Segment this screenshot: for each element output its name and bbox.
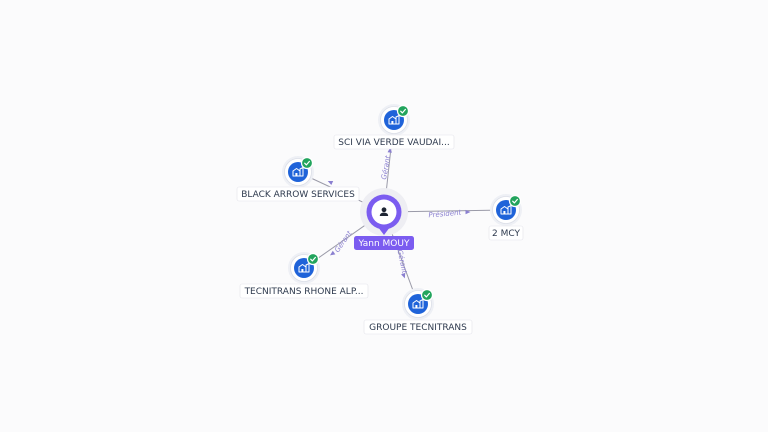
check-icon	[306, 252, 320, 266]
company-label-bg	[363, 319, 473, 335]
company-label-bg	[236, 186, 360, 202]
edge-arrow-0	[387, 147, 392, 153]
check-icon	[396, 104, 410, 118]
company-node[interactable]: GROUPE TECNITRANS	[363, 288, 473, 335]
edge-role-label: Président	[428, 209, 462, 220]
company-node[interactable]: BLACK ARROW SERVICES	[236, 156, 360, 202]
person-label-bg	[354, 236, 414, 250]
person-label: Yann MOUY	[358, 239, 410, 249]
company-label: SCI VIA VERDE VAUDAI...	[338, 138, 449, 148]
company-label-bg	[333, 134, 455, 150]
check-icon	[300, 156, 314, 170]
company-node[interactable]: TECNITRANS RHONE ALP...	[239, 252, 369, 299]
edge-role-label: Gérant	[333, 229, 354, 254]
company-label: 2 MCY	[492, 229, 520, 239]
edge-arrow-2	[465, 209, 471, 215]
edge-role-label: Gérant	[380, 155, 392, 180]
company-label-bg	[239, 283, 369, 299]
company-label-bg	[488, 225, 524, 241]
person-pin-tip	[378, 227, 390, 235]
company-label: BLACK ARROW SERVICES	[241, 190, 355, 200]
edge-arrow-1	[327, 180, 334, 186]
check-icon	[420, 288, 434, 302]
company-node[interactable]: 2 MCY	[488, 194, 524, 241]
person-node[interactable]: Yann MOUY	[354, 188, 414, 250]
check-icon	[508, 194, 522, 208]
company-node[interactable]: SCI VIA VERDE VAUDAI...	[333, 104, 455, 150]
edge-role-label: Gérant	[396, 249, 409, 274]
company-label: TECNITRANS RHONE ALP...	[244, 287, 364, 297]
company-label: GROUPE TECNITRANS	[369, 323, 467, 333]
person-icon	[379, 207, 389, 216]
edge-arrow-3	[329, 250, 336, 256]
edge-arrow-4	[401, 272, 406, 279]
